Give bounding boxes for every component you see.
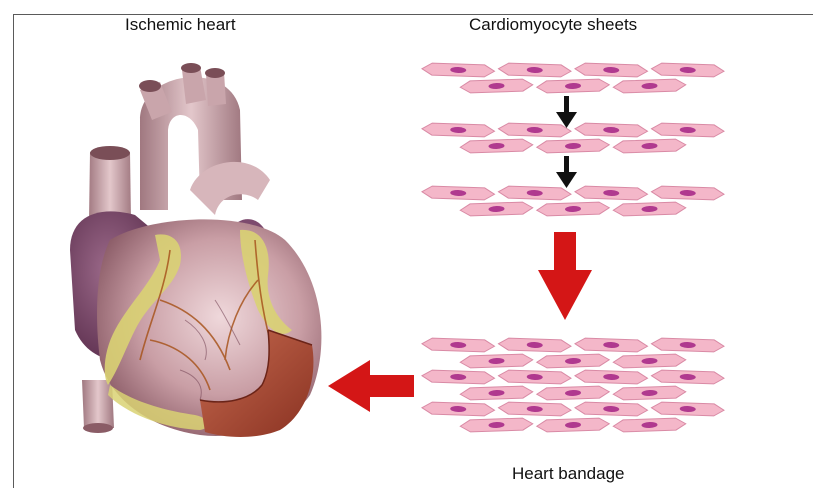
cardiomyocyte-cell [537, 354, 610, 369]
heart-illustration [70, 63, 321, 437]
cardiomyocyte-cell [651, 402, 724, 417]
cardiomyocyte-cell [460, 139, 533, 154]
cardiomyocyte-cell [651, 186, 724, 201]
inferior-vena-cava [82, 380, 114, 428]
vena-cava-opening [90, 146, 130, 160]
cardiomyocyte-cell [613, 386, 686, 401]
cardiomyocyte-cell [651, 63, 724, 78]
cardiomyocyte-cell [613, 354, 686, 369]
cardiomyocyte-cell [613, 79, 686, 94]
arrow-down-red-icon [538, 232, 592, 320]
cardiomyocyte-cell [498, 123, 571, 138]
cardiomyocyte-cell [422, 370, 495, 385]
cardiomyocyte-cell [537, 79, 610, 94]
cardiomyocyte-cell [575, 338, 648, 353]
cardiomyocyte-cell [613, 418, 686, 433]
cardiomyocyte-cell [537, 202, 610, 217]
cardiomyocyte-cell [537, 418, 610, 433]
cardiomyocyte-cell [422, 123, 495, 138]
cardiomyocyte-cell [460, 79, 533, 94]
cardiomyocyte-cell [422, 186, 495, 201]
arrow-down-black-icon [556, 96, 577, 128]
cardiomyocyte-cell [613, 139, 686, 154]
cardiomyocyte-cell [575, 186, 648, 201]
cardiomyocyte-cell [498, 338, 571, 353]
arrow-down-black-icon [556, 156, 577, 188]
cardiomyocyte-cell [651, 338, 724, 353]
cardiomyocyte-cell [575, 402, 648, 417]
cardiomyocyte-cell [498, 186, 571, 201]
cardiomyocyte-cell [460, 386, 533, 401]
cardiomyocyte-cell [651, 123, 724, 138]
cardiomyocyte-cell [537, 386, 610, 401]
cardiomyocyte-cell [422, 338, 495, 353]
cardiomyocyte-cell [537, 139, 610, 154]
arrow-left-red-icon [328, 360, 414, 412]
cardiomyocyte-cell [498, 370, 571, 385]
cardiomyocyte-cell [422, 63, 495, 78]
cardiomyocyte-cell [651, 370, 724, 385]
cardiomyocyte-cell [613, 202, 686, 217]
cardiomyocyte-cell [460, 418, 533, 433]
cardiomyocyte-cell [575, 123, 648, 138]
cardiomyocyte-cell [422, 402, 495, 417]
cardiomyocyte-cell [575, 370, 648, 385]
cardiomyocyte-cell [575, 63, 648, 78]
cardiomyocyte-cell [498, 63, 571, 78]
cardiomyocyte-cell [498, 402, 571, 417]
cardiomyocyte-cell [460, 202, 533, 217]
cardiomyocyte-cell [460, 354, 533, 369]
